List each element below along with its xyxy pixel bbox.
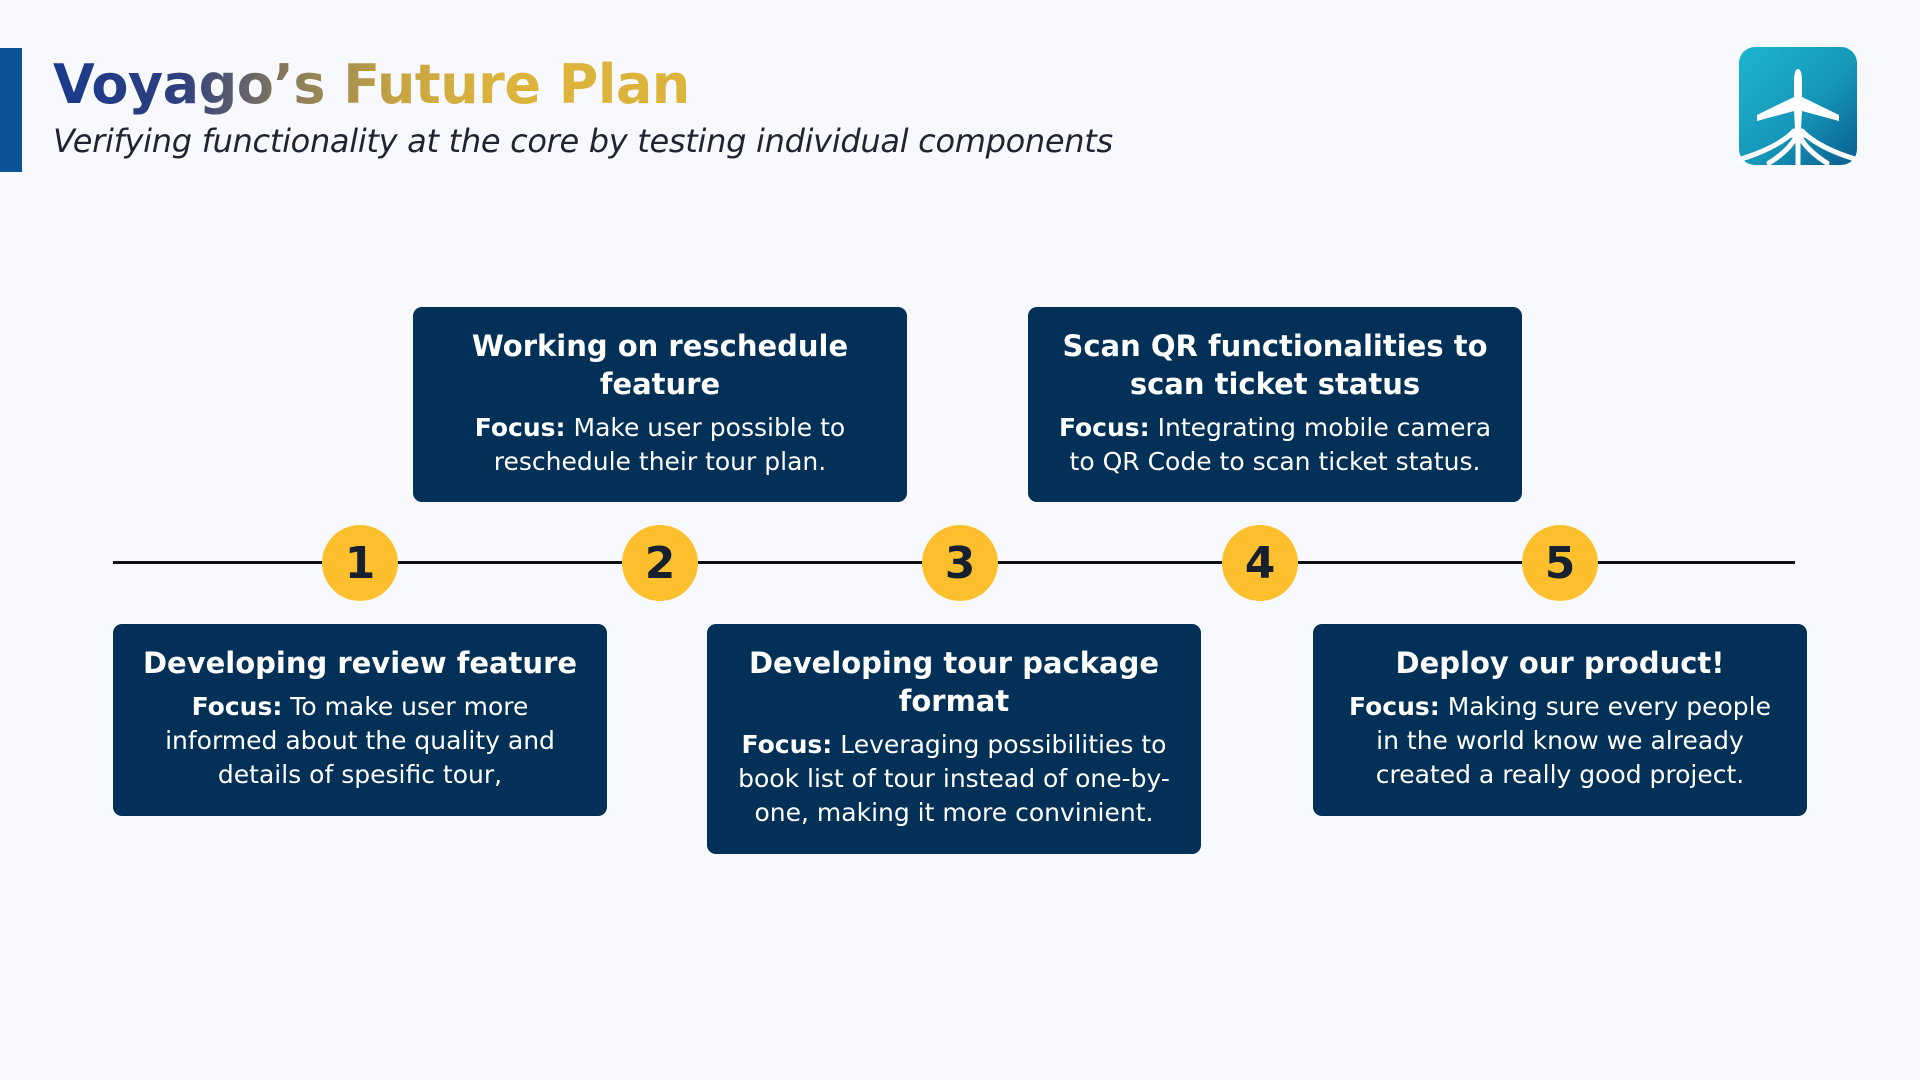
step-title: Scan QR functionalities to scan ticket s…	[1062, 329, 1488, 401]
airplane-icon	[1738, 47, 1858, 167]
step-marker-4: 4	[1222, 525, 1298, 601]
step-focus: Focus: Making sure every people in the w…	[1335, 690, 1785, 792]
focus-text: To make user more informed about the qua…	[165, 692, 555, 789]
step-marker-2: 2	[622, 525, 698, 601]
focus-text: Leveraging possibilities to book list of…	[738, 730, 1170, 827]
step-card-5: Deploy our product! Focus: Making sure e…	[1313, 624, 1807, 816]
step-marker-5: 5	[1522, 525, 1598, 601]
step-title: Deploy our product!	[1395, 646, 1725, 680]
focus-text: Integrating mobile camera to QR Code to …	[1069, 413, 1492, 476]
step-marker-3: 3	[922, 525, 998, 601]
page-title: Voyago’s Future Plan	[53, 50, 690, 120]
step-card-2: Working on reschedule feature Focus: Mak…	[413, 307, 907, 502]
focus-label: Focus:	[191, 692, 283, 721]
page-subtitle: Verifying functionality at the core by t…	[53, 122, 1113, 160]
step-focus: Focus: Make user possible to reschedule …	[435, 411, 885, 479]
focus-label: Focus:	[1349, 692, 1440, 721]
step-title: Developing review feature	[142, 646, 578, 680]
header-accent-bar	[0, 48, 22, 172]
step-card-3: Developing tour package format Focus: Le…	[707, 624, 1201, 854]
step-focus: Focus: Leveraging possibilities to book …	[729, 728, 1179, 830]
focus-text: Make user possible to reschedule their t…	[493, 413, 846, 476]
focus-label: Focus:	[474, 413, 566, 442]
step-marker-1: 1	[322, 525, 398, 601]
step-focus: Focus: To make user more informed about …	[135, 690, 585, 792]
focus-label: Focus:	[1058, 413, 1150, 442]
step-card-1: Developing review feature Focus: To make…	[113, 624, 607, 816]
step-focus: Focus: Integrating mobile camera to QR C…	[1050, 411, 1500, 479]
step-title: Working on reschedule feature	[471, 329, 849, 401]
focus-label: Focus:	[741, 730, 833, 759]
voyago-logo	[1738, 47, 1858, 167]
step-title: Developing tour package format	[748, 646, 1159, 718]
step-card-4: Scan QR functionalities to scan ticket s…	[1028, 307, 1522, 502]
focus-text: Making sure every people in the world kn…	[1375, 692, 1771, 789]
